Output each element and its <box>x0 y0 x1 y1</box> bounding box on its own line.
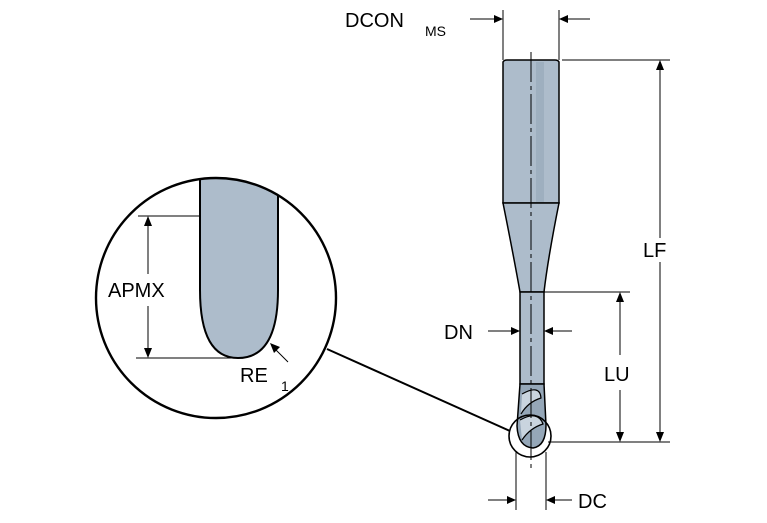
apmx-label: APMX <box>108 280 165 302</box>
lf-dimension: LF <box>548 59 670 443</box>
dcon-label: DCON <box>345 10 404 32</box>
detail-view: APMX RE 1 <box>94 176 511 432</box>
re-label: RE <box>240 365 268 387</box>
dcon-subscript: MS <box>425 23 446 39</box>
lf-label: LF <box>643 240 666 262</box>
dn-label: DN <box>444 322 473 344</box>
detail-circle <box>94 176 338 420</box>
lu-label: LU <box>604 364 630 386</box>
end-mill-tool <box>502 59 560 449</box>
dc-label: DC <box>578 491 607 513</box>
dc-dimension: DC <box>488 452 607 513</box>
dcon-dimension: DCON MS <box>345 10 590 60</box>
lu-dimension: LU <box>544 291 630 442</box>
detail-leader-line <box>326 348 511 432</box>
detail-ball-nose <box>199 178 279 360</box>
dn-dimension: DN <box>444 322 572 344</box>
tool-neck <box>519 291 545 385</box>
tip-detail-circle <box>508 414 552 458</box>
re-subscript: 1 <box>281 378 289 394</box>
